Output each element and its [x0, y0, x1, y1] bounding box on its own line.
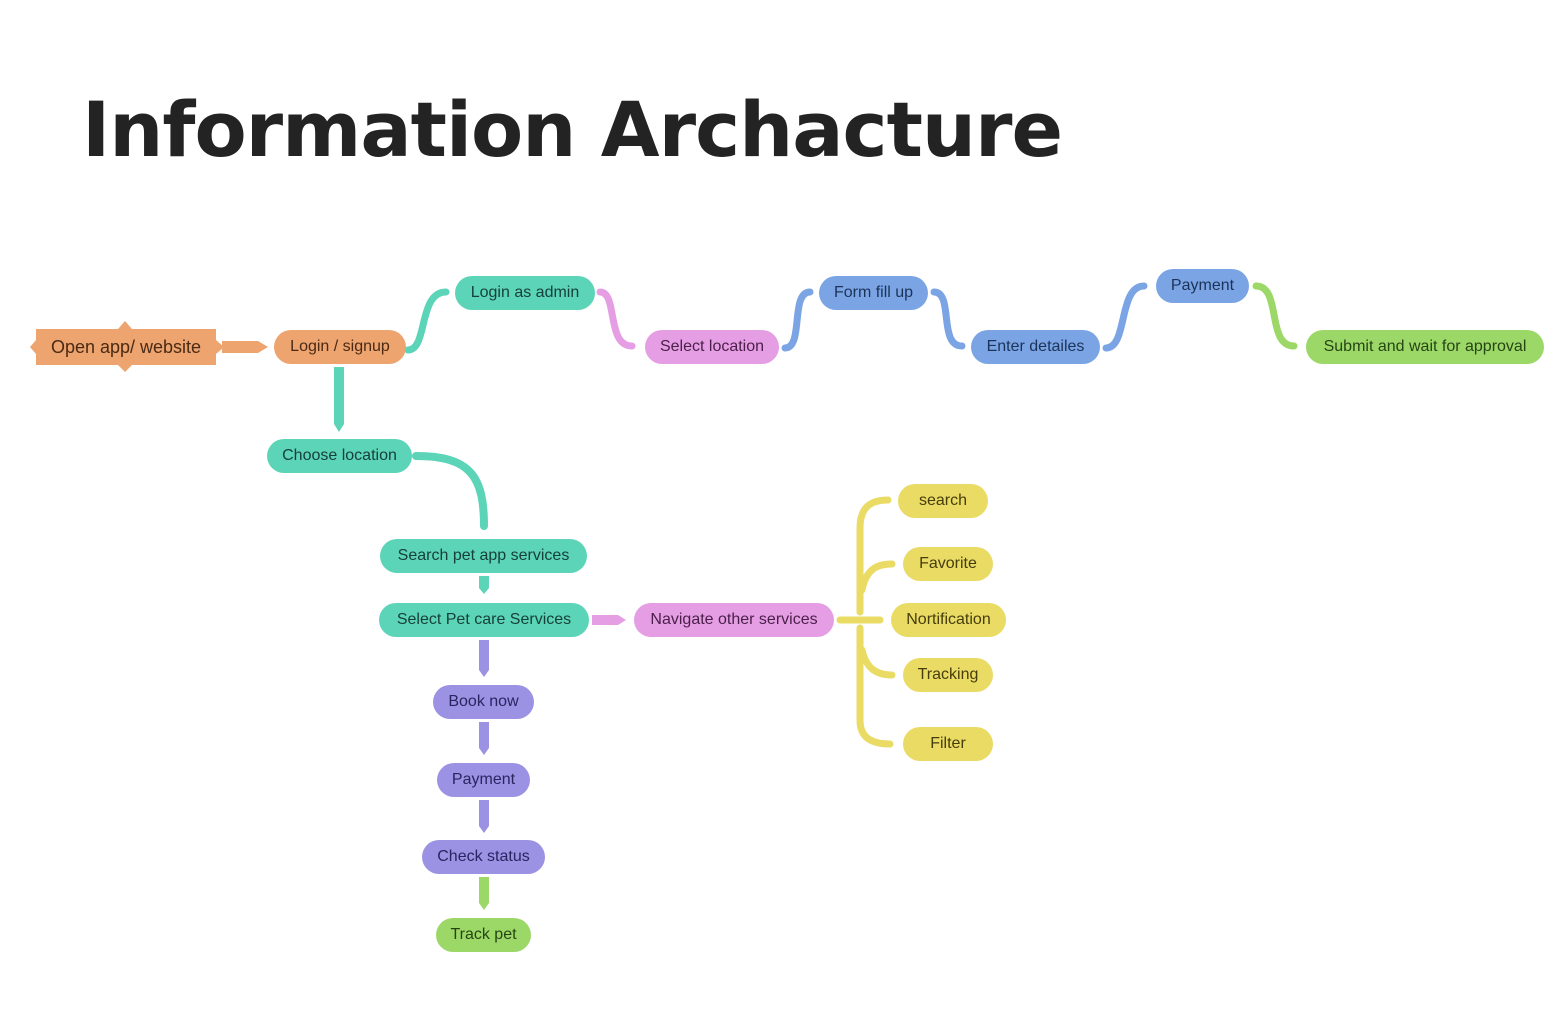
- connector-open-login: [222, 341, 268, 353]
- navigate-services-node: Navigate other services: [634, 603, 834, 637]
- connector-form-enter: [930, 288, 966, 350]
- connector-admin-select: [596, 288, 636, 350]
- connector-search-select: [479, 576, 489, 594]
- favorite-option-node: Favorite: [903, 547, 993, 581]
- filter-option-node: Filter: [903, 727, 993, 761]
- connector-select-book: [479, 640, 489, 677]
- select-services-node: Select Pet care Services: [379, 603, 589, 637]
- connector-payment-submit: [1252, 282, 1298, 350]
- connector-check-track: [479, 877, 489, 910]
- connector-select-navigate: [592, 615, 626, 625]
- root-bottom-notch: [118, 365, 132, 372]
- login-signup-node: Login / signup: [274, 330, 406, 364]
- connector-choose-search: [412, 452, 488, 530]
- connector-select-form: [781, 288, 814, 352]
- search-option-node: search: [898, 484, 988, 518]
- submit-approval-node: Submit and wait for approval: [1306, 330, 1544, 364]
- root-left-notch: [30, 340, 36, 354]
- book-now-node: Book now: [433, 685, 534, 719]
- search-services-node: Search pet app services: [380, 539, 587, 573]
- connector-book-payment: [479, 722, 489, 755]
- root-top-notch: [118, 321, 132, 329]
- open-app-node: Open app/ website: [36, 329, 216, 365]
- enter-details-node: Enter detailes: [971, 330, 1100, 364]
- tracking-option-node: Tracking: [903, 658, 993, 692]
- connector-login-choose: [334, 367, 344, 432]
- root-right-notch: [216, 340, 224, 354]
- login-admin-node: Login as admin: [455, 276, 595, 310]
- admin-payment-node: Payment: [1156, 269, 1249, 303]
- connector-payment-check: [479, 800, 489, 833]
- form-fill-up-node: Form fill up: [819, 276, 928, 310]
- connector-navigate-options: [836, 496, 896, 748]
- user-payment-node: Payment: [437, 763, 530, 797]
- select-location-node: Select location: [645, 330, 779, 364]
- page-title: Information Archacture: [82, 85, 1063, 174]
- check-status-node: Check status: [422, 840, 545, 874]
- connector-login-admin: [404, 288, 450, 354]
- notification-option-node: Nortification: [891, 603, 1006, 637]
- choose-location-node: Choose location: [267, 439, 412, 473]
- connector-enter-payment: [1102, 282, 1148, 352]
- track-pet-node: Track pet: [436, 918, 531, 952]
